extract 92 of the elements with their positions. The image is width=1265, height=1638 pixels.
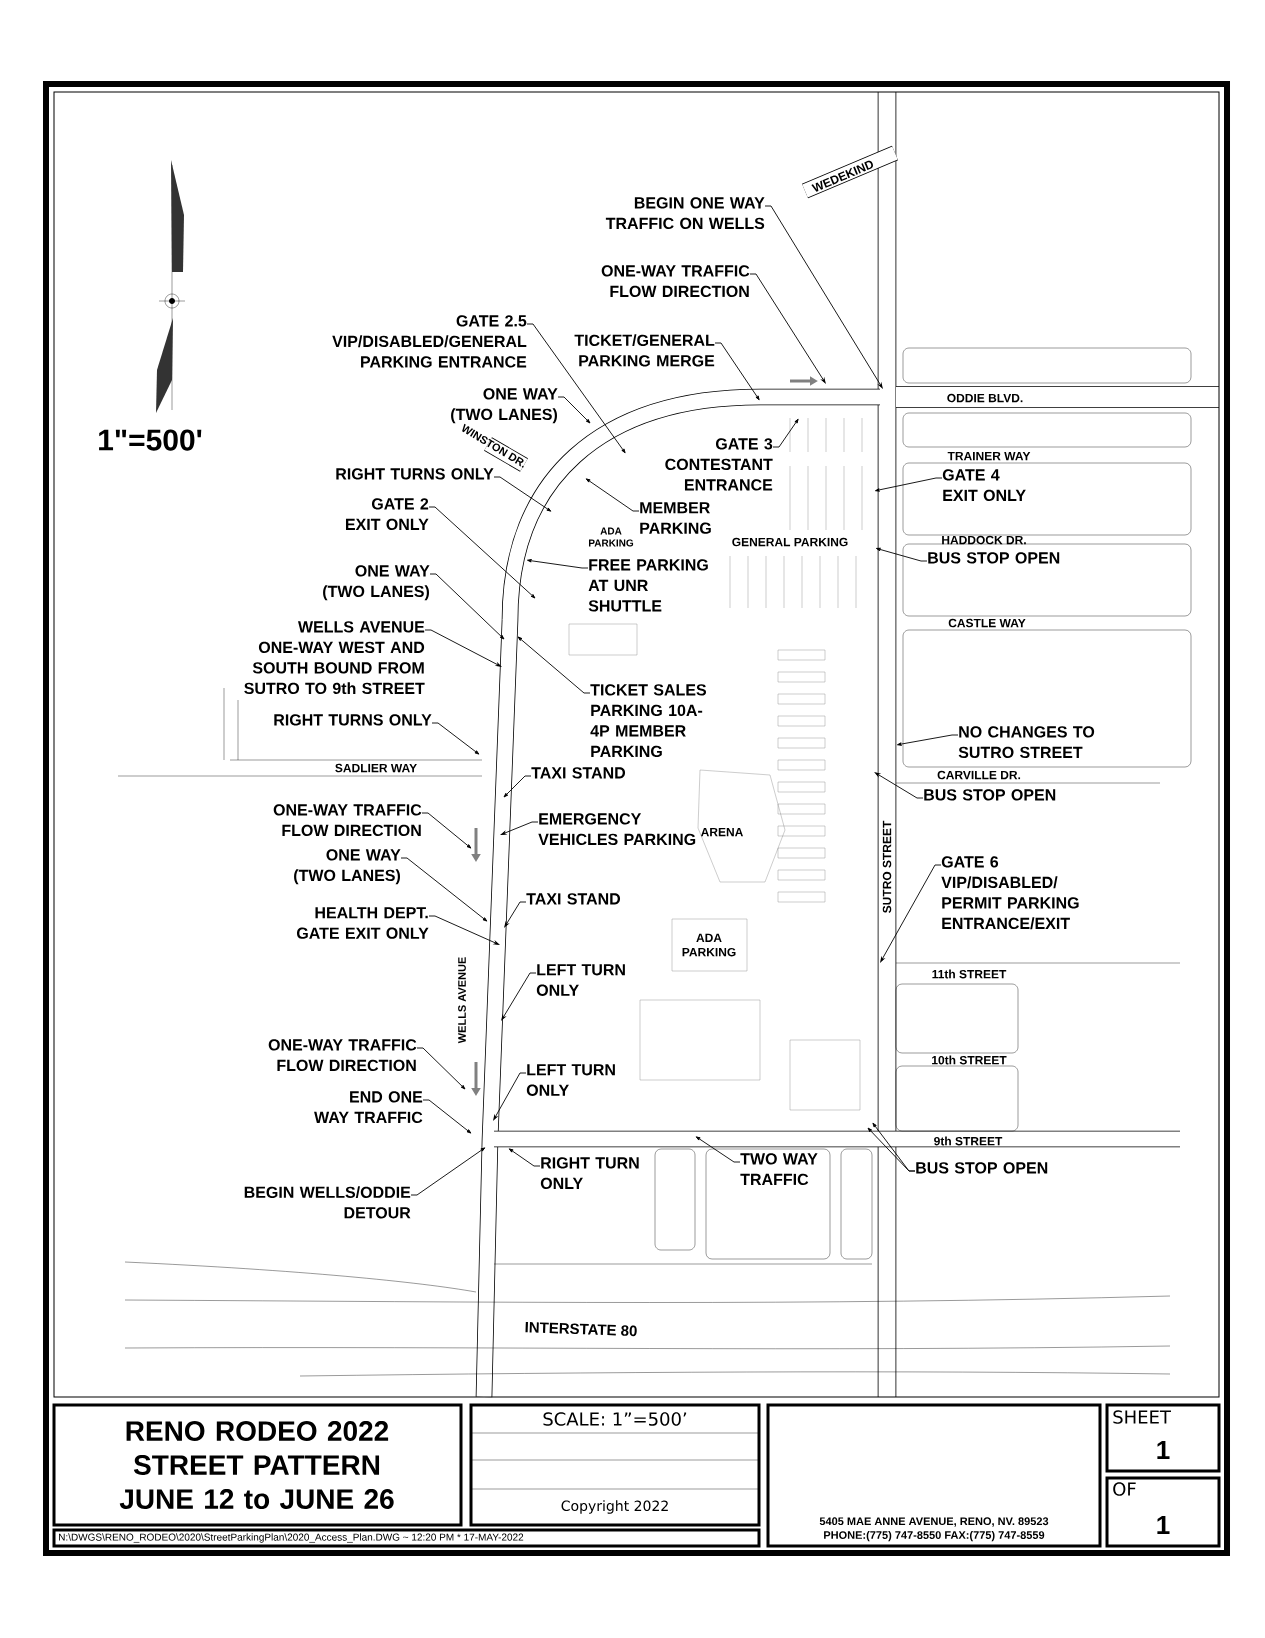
street-name: 9th STREET xyxy=(934,1136,1003,1146)
leader-line xyxy=(749,273,826,384)
callout-text: GATE 6 VIP/DISABLED/ PERMIT PARKING ENTRANCE/EXIT xyxy=(941,856,1079,930)
callout-text: TICKET SALES PARKING 10A-4P MEMBER PARKING xyxy=(590,684,706,758)
scale-note: 1"=500' xyxy=(99,429,202,451)
street-name: SUTRO STREET xyxy=(882,820,892,913)
leader-line xyxy=(517,636,591,694)
highway-label: INTERSTATE 80 xyxy=(525,1321,637,1337)
sheet-number: 1 xyxy=(1157,1516,1170,1534)
sheet-number: 1 xyxy=(1157,1441,1170,1459)
leader-line xyxy=(400,857,488,922)
callout-text: BEGIN ONE WAY TRAFFIC ON WELLS xyxy=(605,197,765,230)
street-name: SADLIER WAY xyxy=(335,763,417,773)
callout-text: FREE PARKING AT UNR SHUTTLE xyxy=(588,559,708,612)
leader-line xyxy=(429,573,505,640)
leader-line xyxy=(493,476,552,512)
leader-line xyxy=(501,972,537,1021)
leader-line xyxy=(416,1047,466,1090)
sheet-label: SHEET xyxy=(1113,1410,1171,1424)
callout-text: GATE 2.5 VIP/DISABLED/GENERAL PARKING ENTRANCE xyxy=(332,315,527,368)
leader-line xyxy=(421,812,472,849)
leader-line xyxy=(585,478,640,512)
leader-line xyxy=(500,821,539,835)
phone-text: PHONE:(775) 747-8550 FAX:(775) 747-8559 xyxy=(824,1530,1045,1542)
leader-line xyxy=(424,629,502,667)
callout-text: GATE 2 EXIT ONLY xyxy=(346,498,429,531)
leader-line xyxy=(527,559,589,569)
street-name: CASTLE WAY xyxy=(948,618,1026,628)
callout-text: RIGHT TURNS ONLY xyxy=(336,468,494,480)
callout-text: MEMBER PARKING xyxy=(640,502,711,534)
leader-line xyxy=(875,477,943,492)
leader-line xyxy=(431,722,480,755)
street-name: 11th STREET xyxy=(932,969,1007,979)
street-name: ODDIE BLVD. xyxy=(947,393,1023,403)
callout-text: BUS STOP OPEN xyxy=(928,552,1060,564)
leader-line xyxy=(772,418,799,448)
file-path-text: N:\DWGS\RENO_RODEO\2020\StreetParkingPlan\2020_Access_Plan.DWG ~ 12:20 PM * 17-MAY-2022 xyxy=(59,1533,524,1543)
callout-text: BUS STOP OPEN xyxy=(916,1162,1048,1174)
callout-text: LEFT TURN ONLY xyxy=(526,1064,615,1096)
street-name: 10th STREET xyxy=(932,1055,1007,1065)
leader-line xyxy=(503,775,532,798)
callout-text: ONE WAY (TWO LANES) xyxy=(323,565,430,601)
callout-text: HEALTH DEPT. GATE EXIT ONLY xyxy=(297,907,429,939)
leader-line xyxy=(493,1072,527,1121)
leader-line xyxy=(428,915,500,945)
callout-text: END ONE WAY TRAFFIC xyxy=(314,1091,423,1124)
leader-line xyxy=(504,901,527,928)
callout-text: LEFT TURN ONLY xyxy=(536,964,625,996)
leader-line xyxy=(695,1136,741,1163)
sheet-label: OF xyxy=(1113,1482,1136,1496)
callout-text: TAXI STAND xyxy=(526,893,621,905)
parking-area-label: GENERAL PARKING xyxy=(732,537,848,547)
leader-line xyxy=(714,342,760,401)
callout-text: TWO WAY TRAFFIC xyxy=(740,1153,818,1186)
callout-text: BEGIN WELLS/ODDIE DETOUR xyxy=(244,1186,411,1219)
street-name: TRAINER WAY xyxy=(947,451,1031,461)
callout-text: GATE 4 EXIT ONLY xyxy=(942,469,1026,502)
callout-text: ONE-WAY TRAFFIC FLOW DIRECTION xyxy=(268,1039,417,1072)
leader-line xyxy=(874,772,924,799)
street-name: CARVILLE DR. xyxy=(937,770,1021,780)
leader-line xyxy=(557,396,591,424)
leader-line xyxy=(410,1147,486,1196)
callout-text: BUS STOP OPEN xyxy=(924,789,1056,801)
leader-line xyxy=(526,323,626,454)
street-name: HADDOCK DR. xyxy=(942,535,1026,545)
callout-text: EMERGENCY VEHICLES PARKING xyxy=(538,813,696,846)
callout-text: NO CHANGES TO SUTRO STREET xyxy=(958,726,1095,759)
leader-line xyxy=(880,864,942,963)
leader-line xyxy=(875,547,928,562)
copyright-text: Copyright 2022 xyxy=(561,1500,668,1514)
building-label: ARENA xyxy=(700,827,743,837)
callout-text: ONE WAY (TWO LANES) xyxy=(294,849,401,885)
callout-text: GATE 3 CONTESTANT ENTRANCE xyxy=(665,438,773,491)
callout-text: ONE WAY (TWO LANES) xyxy=(451,388,558,424)
callout-text: WELLS AVENUE ONE-WAY WEST AND SOUTH BOUND FROM SUTRO TO 9th STREET xyxy=(244,621,425,695)
leader-line xyxy=(422,1099,472,1134)
callout-text: RIGHT TURN ONLY xyxy=(540,1157,639,1190)
drawing-title: RENO RODEO 2022 STREET PATTERN JUNE 12 to JUNE 26 xyxy=(119,1421,394,1509)
leader-line xyxy=(508,1148,541,1167)
callout-text: TICKET/GENERAL PARKING MERGE xyxy=(574,334,715,367)
street-name: WELLS AVENUE xyxy=(458,957,466,1044)
callout-text: ONE-WAY TRAFFIC FLOW DIRECTION xyxy=(601,265,750,298)
leader-line xyxy=(764,205,883,389)
parking-area-label: ADA PARKING xyxy=(682,933,736,957)
address-text: 5405 MAE ANNE AVENUE, RENO, NV. 89523 xyxy=(819,1517,1049,1527)
parking-area-label: ADA PARKING xyxy=(589,527,634,547)
callout-text: TAXI STAND xyxy=(531,767,626,779)
scale-text: SCALE: 1”=500’ xyxy=(543,1412,687,1426)
callout-text: RIGHT TURNS ONLY xyxy=(274,714,432,726)
leader-line xyxy=(897,734,959,746)
leader-line xyxy=(428,506,536,599)
callout-text: ONE-WAY TRAFFIC FLOW DIRECTION xyxy=(273,804,422,837)
